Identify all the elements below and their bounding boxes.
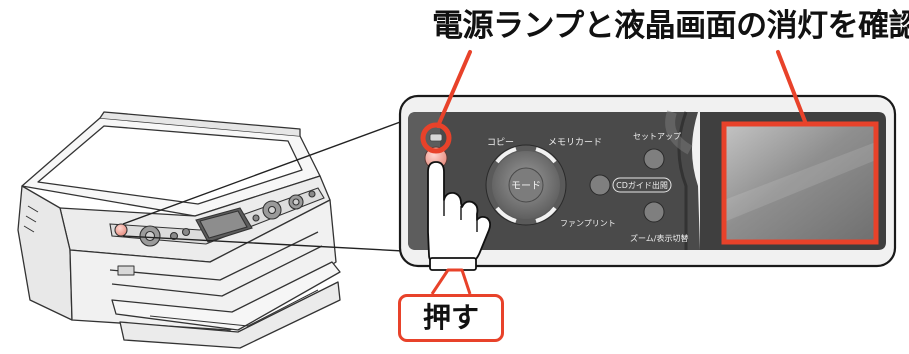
control-panel: モード コピー メモリカード セットアップ CDガイド出閲 ルム ファンプリント… xyxy=(398,94,897,268)
hand-icon xyxy=(427,161,492,271)
zoom-display-button[interactable] xyxy=(643,201,665,223)
headline: 電源ランプと液晶画面の消灯を確認 xyxy=(432,8,909,44)
lcd-screen xyxy=(724,124,876,242)
printer-power-button xyxy=(114,223,128,237)
pointer-to-lamp xyxy=(436,50,472,128)
memory-card-label: メモリカード xyxy=(548,137,602,148)
zoom-connector xyxy=(122,113,423,253)
printer xyxy=(17,111,341,349)
mode-center-button[interactable] xyxy=(508,167,544,203)
mode-dial[interactable]: モード xyxy=(485,144,567,226)
mode-label: モード xyxy=(511,181,541,192)
power-lamp xyxy=(429,133,443,142)
copy-label: コピー xyxy=(487,137,514,148)
pointer-to-screen xyxy=(776,50,808,126)
printer-control-strip xyxy=(109,187,325,247)
lcd-highlight-box xyxy=(721,121,879,245)
setup-button[interactable] xyxy=(643,148,665,170)
power-lamp-highlight xyxy=(420,122,452,154)
callout-pointer xyxy=(430,268,472,295)
cd-guide-pill xyxy=(612,177,672,193)
zoom-label: ズーム/表示切替 xyxy=(630,233,688,243)
cd-guide-button[interactable] xyxy=(589,174,611,196)
cd-guide-label: CDガイド出閲 xyxy=(616,180,668,190)
setup-label: セットアップ xyxy=(633,132,681,141)
fan-print-label: ファンプリント xyxy=(560,219,616,228)
press-callout: 押す xyxy=(398,294,504,342)
